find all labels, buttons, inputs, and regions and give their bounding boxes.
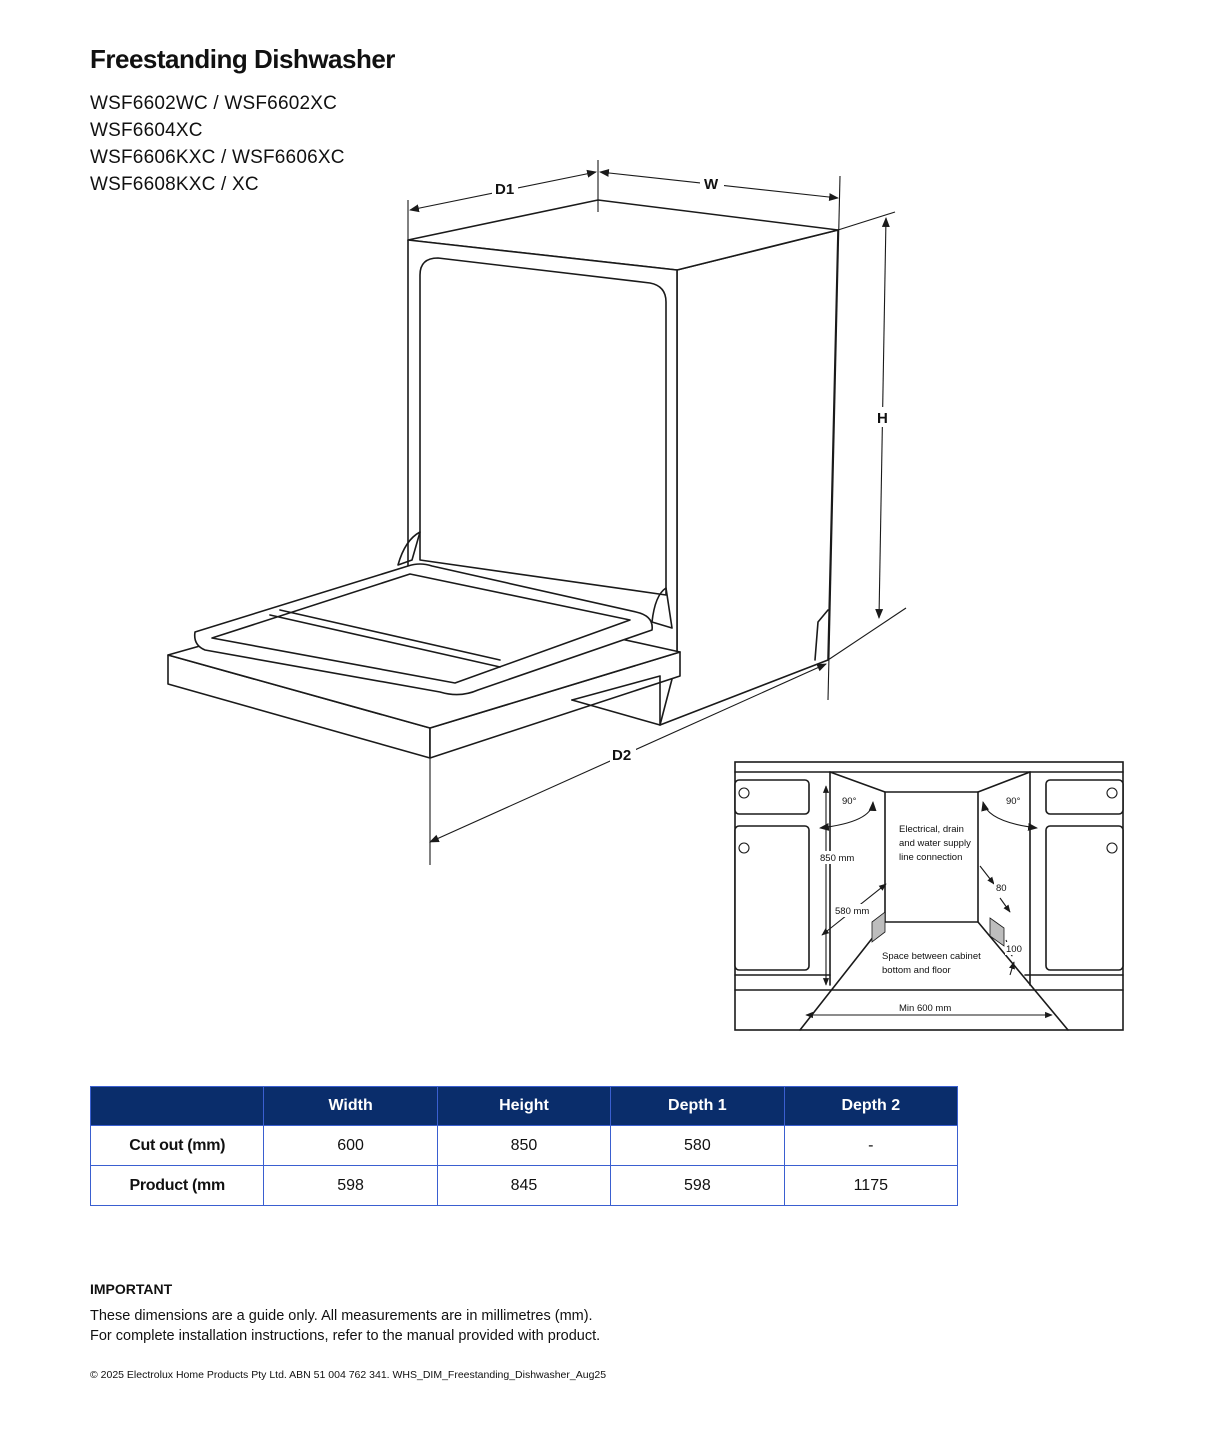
dimension-label-d2: D2 <box>612 747 631 764</box>
dimension-label-h: H <box>877 410 888 427</box>
table-header-cell: Depth 1 <box>610 1086 785 1126</box>
table-row: Product (mm 598 845 598 1175 <box>89 1165 959 1206</box>
table-row-label: Cut out (mm) <box>89 1125 265 1166</box>
inset-space-note: bottom and floor <box>882 965 951 976</box>
model-line: WSF6608KXC / XC <box>90 174 259 195</box>
table-cell: 580 <box>610 1125 785 1166</box>
installation-inset <box>734 761 1124 1031</box>
dimensions-table: Width Height Depth 1 Depth 2 Cut out (mm… <box>89 1086 959 1206</box>
inset-connection-note: and water supply <box>899 838 971 849</box>
dishwasher-illustration <box>167 199 839 759</box>
important-line: These dimensions are a guide only. All m… <box>90 1308 593 1324</box>
table-cell: 845 <box>436 1165 612 1206</box>
important-note: These dimensions are a guide only. All m… <box>90 1306 600 1346</box>
table-header-cell <box>89 1086 265 1126</box>
table-cell: 1175 <box>783 1165 959 1206</box>
dimension-label-w: W <box>704 176 719 193</box>
table-header-row: Width Height Depth 1 Depth 2 <box>89 1086 959 1126</box>
inset-min-width: Min 600 mm <box>899 1003 951 1014</box>
important-heading: IMPORTANT <box>90 1281 173 1297</box>
table-cell: 600 <box>263 1125 438 1166</box>
copyright-footer: © 2025 Electrolux Home Products Pty Ltd.… <box>90 1369 607 1381</box>
inset-connection-note: Electrical, drain <box>899 824 964 835</box>
table-cell: - <box>783 1125 959 1166</box>
inset-height-label: 850 mm <box>820 853 854 864</box>
inset-gap-bottom: 100 <box>1006 944 1022 955</box>
model-line: WSF6606KXC / WSF6606XC <box>90 147 345 168</box>
dishwasher-diagram: D1 W H D2 <box>167 160 1124 1031</box>
table-row-label: Product (mm <box>89 1165 265 1206</box>
table-row: Cut out (mm) 600 850 580 - <box>89 1125 959 1166</box>
table-header-cell: Height <box>436 1086 612 1126</box>
table-cell: 598 <box>263 1165 438 1206</box>
inset-gap-top: 80 <box>996 883 1007 894</box>
important-line: For complete installation instructions, … <box>90 1328 601 1344</box>
inset-connection-note: line connection <box>899 852 962 863</box>
table-header-cell: Width <box>263 1086 438 1126</box>
model-line: WSF6604XC <box>90 120 203 141</box>
inset-angle-left: 90° <box>842 796 857 807</box>
inset-angle-right: 90° <box>1006 796 1021 807</box>
dimension-label-d1: D1 <box>495 181 514 198</box>
model-line: WSF6602WC / WSF6602XC <box>90 93 338 114</box>
table-cell: 598 <box>610 1165 785 1206</box>
inset-space-note: Space between cabinet <box>882 951 981 962</box>
model-list: WSF6602WC / WSF6602XC WSF6604XC WSF6606K… <box>90 90 345 198</box>
table-header-cell: Depth 2 <box>783 1086 959 1126</box>
page-title: Freestanding Dishwasher <box>90 44 395 74</box>
table-cell: 850 <box>436 1125 612 1166</box>
inset-depth-label: 580 mm <box>835 906 869 917</box>
